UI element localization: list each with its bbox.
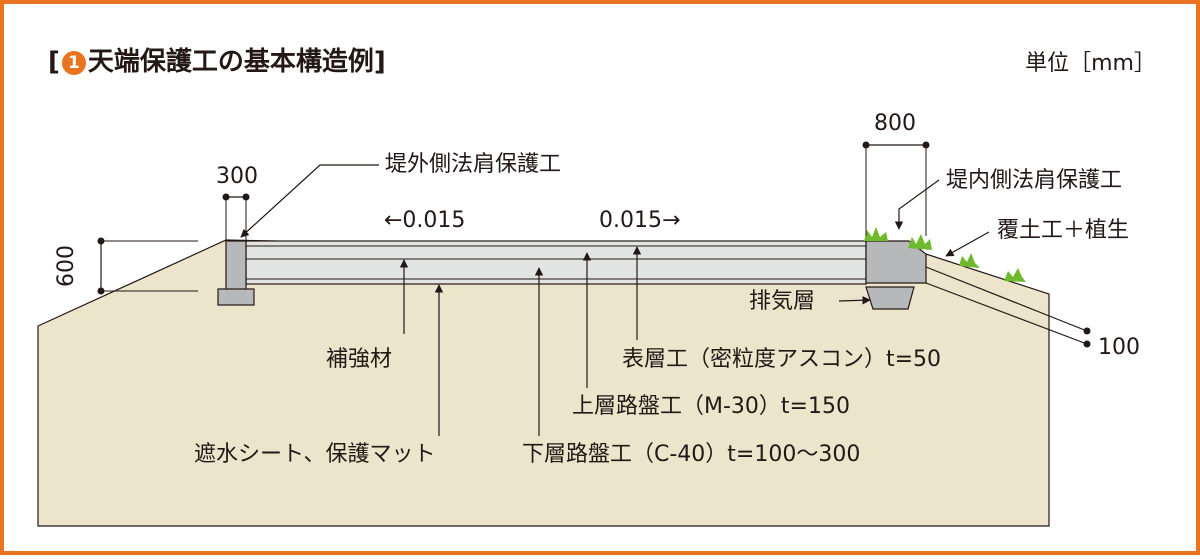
reinforcement-label: 補強材 [326,347,393,372]
unit-label: 単位［mm］ [1025,51,1156,76]
dim-dot [222,193,230,201]
leader-cover-soil [945,231,990,257]
leader-exhaust-layer [838,296,871,305]
upper-base-label: 上層路盤工（M-30）t=150 [572,394,850,419]
dim-600-label: 600 [54,245,79,287]
leader-outer-shoulder [240,164,379,238]
dim-800-label: 800 [874,111,916,136]
dim-dot [922,141,930,149]
cross-section-drawing [37,141,1091,527]
cover-soil-label: 覆土工＋植生 [997,218,1130,243]
lower-base-label: 下層路盤工（C-40）t=100〜300 [522,442,861,467]
dim-dot [242,193,250,201]
grass-tuft [959,253,980,268]
dim-dot [1083,340,1091,348]
dim-100-label: 100 [1098,335,1140,360]
grass-tuft [908,234,932,250]
outer-shoulder-footing [217,288,255,306]
surface-course-label: 表層工（密粒度アスコン）t=50 [622,347,942,372]
step-number-badge: 1 [61,51,86,75]
dim-dot [862,141,870,149]
dim-dot [1083,327,1091,335]
inner-shoulder-block [865,240,927,284]
inner-shoulder-label: 堤内側法肩保護工 [946,168,1123,193]
dim-dot [97,287,105,295]
grass-tuft [1004,268,1026,282]
grass-tuft [864,227,888,241]
pavement-layers [245,240,867,285]
exhaust-layer-block [865,286,915,310]
outer-shoulder-label: 堤外側法肩保護工 [385,152,562,177]
exhaust-layer-label: 排気層 [749,289,816,314]
cover-soil-line [925,266,1088,332]
outer-shoulder-block [225,240,247,292]
waterproof-sheet-label: 遮水シート、保護マット [194,442,436,467]
dim-dot [97,237,105,245]
slope-left-label: ←0.015 [384,208,466,233]
leader-inner-shoulder [894,179,940,230]
cover-soil-line-lower [925,282,1088,345]
slope-right-label: 0.015→ [599,208,681,233]
dim-300-label: 300 [216,164,258,189]
